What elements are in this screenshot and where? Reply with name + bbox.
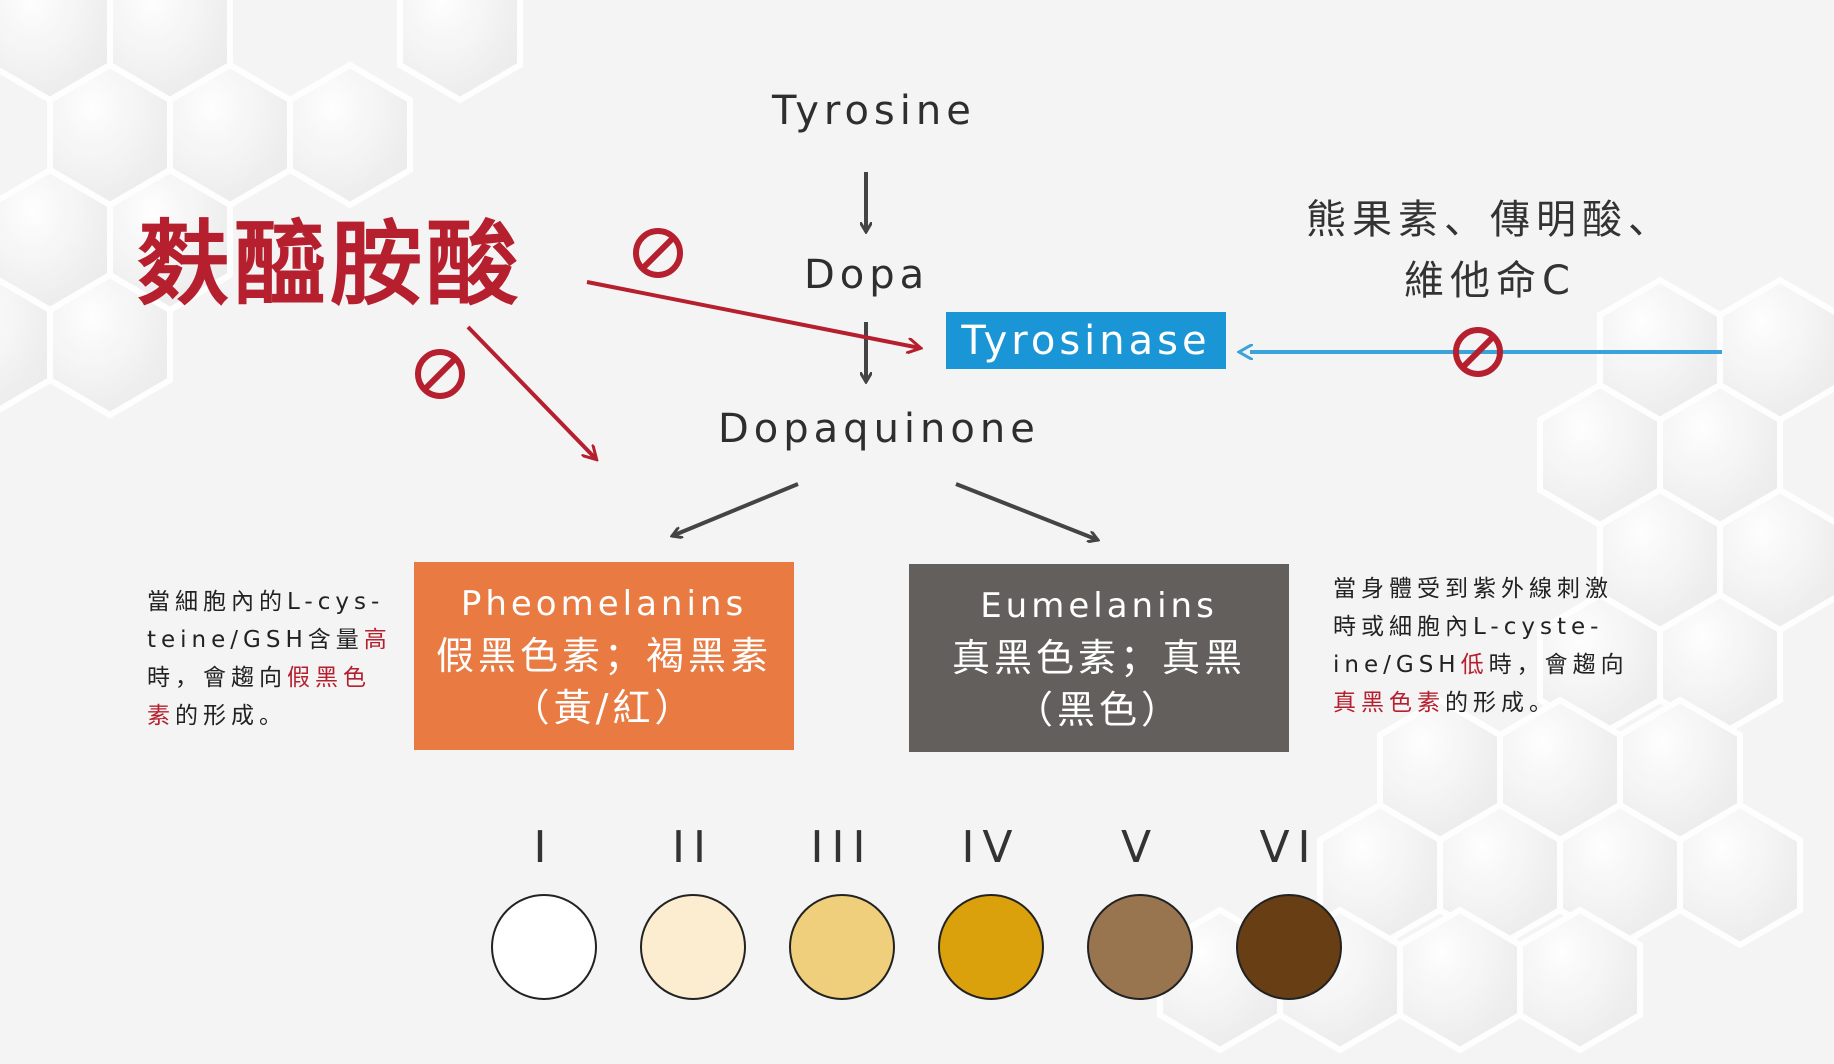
skin-type-label: IV [961,822,1021,873]
inhibitor-list: 熊果素、傳明酸、 維他命C [1290,190,1690,312]
skin-swatch [938,894,1044,1000]
note-text: 的形成。 [1445,690,1557,716]
note-highlight: 低 [1460,652,1489,678]
eumelanin-en: Eumelanins [980,586,1218,626]
dopa-label: Dopa [804,252,930,298]
note-line: 時，會趨向假黑色 [147,659,392,697]
left-note: 當細胞內的L-cys- teine/GSH含量高 時，會趨向假黑色 素的形成。 [147,583,392,735]
note-line: 當細胞內的L-cys- [147,589,385,615]
note-highlight: 真黑色素 [1333,690,1445,716]
note-highlight: 素 [147,703,175,729]
kojic-acid-label: 麩醯胺酸 [138,211,523,318]
pheomelanin-zh: 假黑色素；褐黑素 [435,634,772,678]
note-line: teine/GSH含量高 [147,621,392,659]
note-text: 的形成。 [175,703,287,729]
right-note: 當身體受到紫外線刺激 時或細胞內L-cyste- ine/GSH低時，會趨向 真… [1333,570,1629,722]
tyrosinase-box: Tyrosinase [946,312,1226,369]
note-line: 當身體受到紫外線刺激 [1333,576,1613,602]
skin-type-label: V [1120,822,1160,873]
note-highlight: 假黑色 [287,665,371,691]
skin-swatch [640,894,746,1000]
note-text: ine/GSH [1333,652,1461,678]
eumelanin-color: （黑色） [1014,688,1183,732]
note-line: 素的形成。 [147,697,392,735]
inhibitor-line: 維他命C [1404,258,1576,304]
note-text: 時，會趨向 [147,665,287,691]
skin-type-label: I [533,822,555,873]
inhibitor-line: 熊果素、傳明酸、 [1306,197,1674,243]
note-line: 時或細胞內L-cyste- [1333,614,1604,640]
dopaquinone-label: Dopaquinone [718,406,1040,452]
pheomelanin-box: Pheomelanins 假黑色素；褐黑素 （黃/紅） [414,562,794,750]
tyrosine-label: Tyrosine [772,88,976,134]
skin-swatch [789,894,895,1000]
note-text: teine/GSH含量 [147,627,364,653]
pheomelanin-color: （黃/紅） [511,686,697,730]
note-highlight: 高 [363,627,392,653]
note-line: 真黑色素的形成。 [1333,684,1629,722]
skin-swatch [1236,894,1342,1000]
skin-type-label: II [672,822,714,873]
pheomelanin-en: Pheomelanins [460,584,748,624]
skin-swatch [491,894,597,1000]
skin-swatch [1087,894,1193,1000]
eumelanin-box: Eumelanins 真黑色素；真黑 （黑色） [909,564,1289,752]
skin-type-label: VI [1259,822,1319,873]
skin-type-label: III [810,822,874,873]
note-text: 時，會趨向 [1488,652,1629,678]
note-line: ine/GSH低時，會趨向 [1333,646,1629,684]
eumelanin-zh: 真黑色素；真黑 [951,636,1246,680]
